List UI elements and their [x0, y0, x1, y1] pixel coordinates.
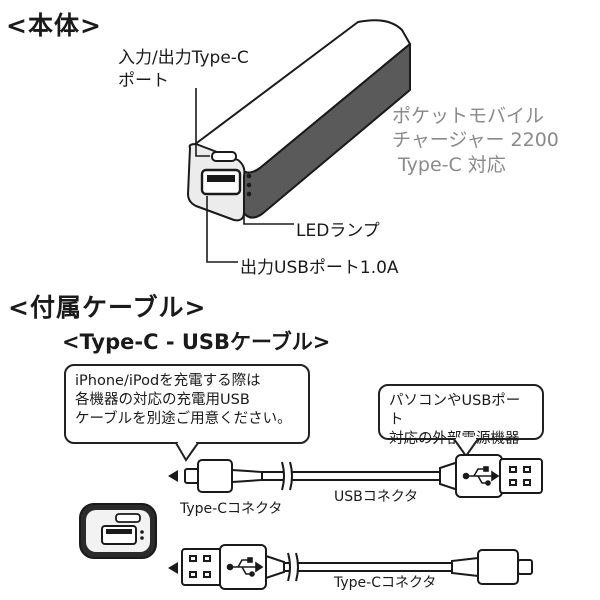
usb-symbol-icon	[226, 557, 264, 577]
pc-note-line1: パソコンやUSBポート	[389, 393, 521, 428]
led-dot	[246, 182, 252, 188]
iphone-note-line2: 各機器の対応の充電用USB	[75, 392, 250, 408]
arrow-left-icon	[168, 562, 178, 574]
product-name-line3: Type-C 対応	[398, 154, 506, 176]
leader-led	[243, 198, 294, 225]
led-dot	[246, 191, 252, 197]
leader-io-port	[195, 88, 210, 157]
typec-port	[211, 151, 237, 162]
product-name-line1: ポケットモバイル	[392, 105, 545, 127]
led-lamp-label: LEDランプ	[296, 221, 380, 241]
io-port-label-2: ポート	[118, 71, 169, 91]
usb-symbol-icon	[462, 466, 500, 486]
usb-port	[200, 168, 242, 196]
led-dot	[246, 173, 252, 179]
typec-connector-label-2: Type-Cコネクタ	[334, 575, 437, 591]
typec-connector-label-1: Type-Cコネクタ	[180, 501, 283, 517]
iphone-note-line1: iPhone/iPodを充電する際は	[75, 373, 261, 389]
product-name-line2: チャージャー 2200	[392, 129, 559, 151]
iphone-bubble-tail	[175, 442, 199, 462]
cable-bottom	[168, 544, 533, 590]
accessory-heading: <付属ケーブル>	[8, 293, 207, 322]
device-end-view	[79, 503, 157, 559]
arrow-left-icon	[168, 470, 178, 482]
body-heading: <本体>	[6, 11, 102, 40]
usb-output-label: 出力USBポート1.0A	[240, 258, 399, 278]
pc-bubble-tail	[453, 438, 479, 458]
usb-connector-label: USBコネクタ	[334, 489, 419, 505]
leader-usb	[206, 196, 238, 263]
cable-heading: <Type-C - USBケーブル>	[62, 330, 331, 354]
iphone-note-line3: ケーブルを別途ご用意ください。	[75, 411, 292, 427]
io-port-label: 入力/出力Type-C	[118, 48, 249, 68]
leader-lines	[195, 88, 294, 263]
cable-top	[168, 454, 543, 498]
